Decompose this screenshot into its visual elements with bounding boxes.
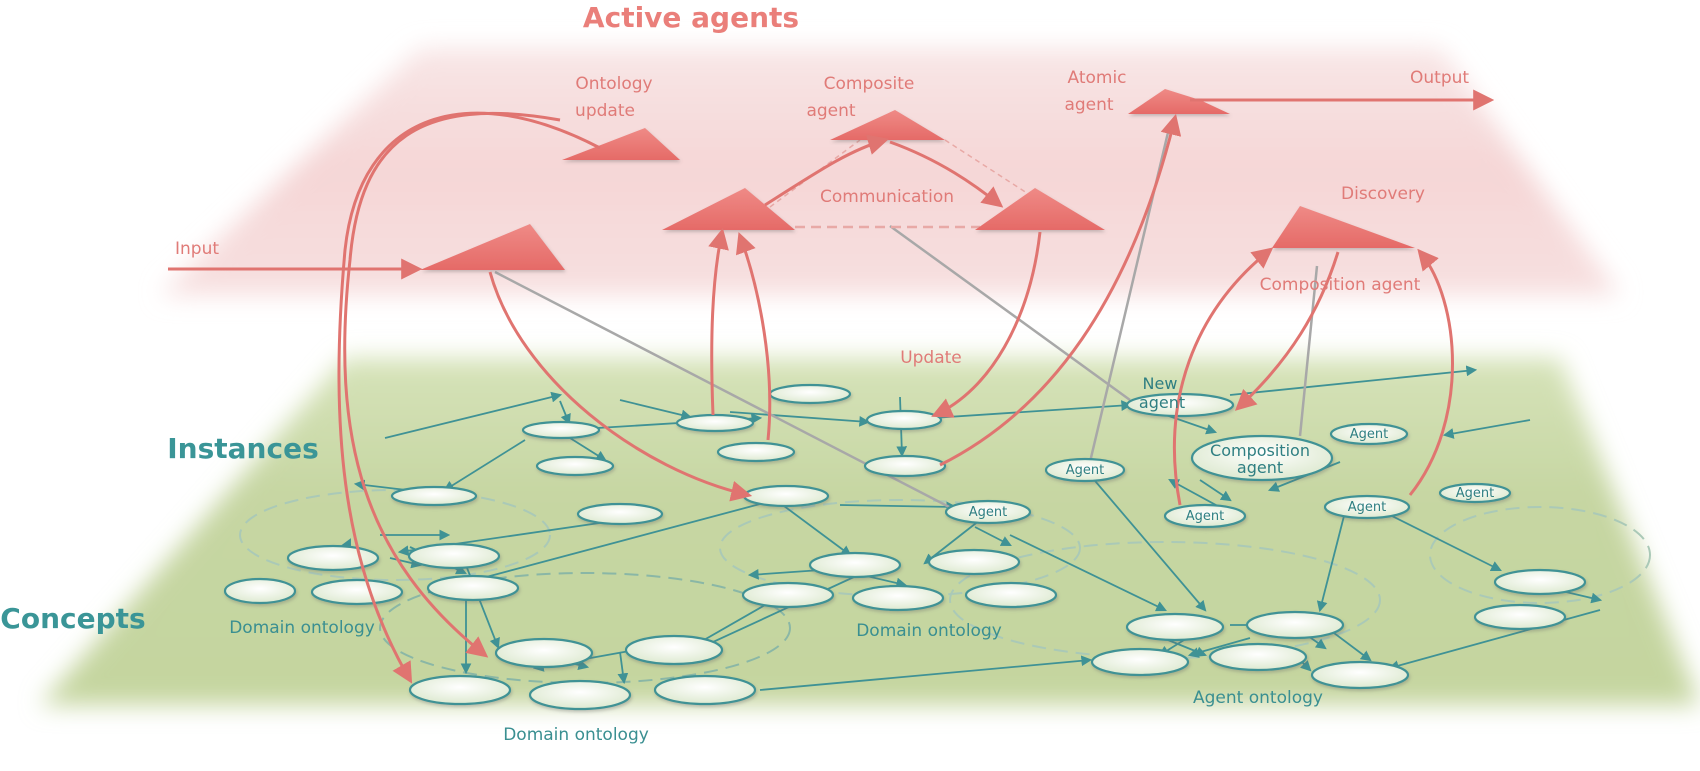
instance-node[interactable] [768, 383, 852, 405]
domain-ontology-label-bottom: Domain ontology [503, 725, 649, 745]
agent-to-discovery-arrow-2 [1408, 248, 1454, 496]
agent-node[interactable] [1323, 494, 1411, 520]
concept-node[interactable] [407, 542, 501, 570]
communication-arrow-down [889, 140, 1004, 208]
discovery-agent-triangle[interactable] [1272, 206, 1415, 248]
agent-to-discovery-arrow [1173, 247, 1274, 506]
agent-triangles [420, 89, 1415, 270]
concept-node[interactable] [964, 581, 1058, 609]
instance-node[interactable] [675, 413, 755, 433]
instance-node[interactable] [742, 484, 830, 508]
agent-node-label: Agent [1186, 509, 1224, 524]
concept-node[interactable] [1310, 660, 1410, 690]
ontology-update-arrow-2 [343, 111, 561, 658]
concept-node[interactable] [1493, 568, 1587, 596]
concept-node[interactable] [624, 634, 724, 666]
atomic-agent-label-line1: Atomic [1067, 68, 1126, 88]
ontology-update-agent-triangle[interactable] [562, 128, 680, 160]
atomic-agent-triangle[interactable] [1128, 89, 1230, 114]
agent-arrows [337, 111, 1454, 684]
agent-node[interactable] [1163, 503, 1247, 529]
instance-node[interactable] [535, 455, 615, 477]
ontology-update-label-line1: Ontology [575, 74, 652, 94]
composition-agent-label: Composition agent [1260, 275, 1421, 295]
composition-node[interactable] [1190, 434, 1334, 482]
concept-node[interactable] [1090, 647, 1190, 677]
composite-agent-triangle[interactable] [830, 110, 945, 140]
concept-node[interactable] [808, 551, 902, 579]
instance-node[interactable] [390, 485, 478, 507]
instance-to-composite-left-arrow-1 [708, 227, 729, 416]
concept-node[interactable] [851, 584, 945, 612]
agent-node[interactable] [1044, 457, 1126, 483]
concept-node[interactable] [927, 548, 1021, 576]
composition-node-label-line2: agent [1237, 458, 1283, 477]
discovery-label: Discovery [1341, 184, 1425, 204]
domain-ontology-label-middle: Domain ontology [856, 621, 1002, 641]
concept-node[interactable] [653, 674, 757, 706]
new-agent-label-line2: agent [1139, 393, 1185, 412]
instance-to-composite-left-arrow-2 [735, 232, 772, 441]
agent-node-label: Agent [1348, 500, 1386, 515]
concept-node[interactable] [426, 574, 520, 602]
concept-node[interactable] [1208, 642, 1308, 672]
domain-ontology-label-left: Domain ontology [229, 618, 375, 638]
instance-node[interactable] [863, 454, 947, 478]
composite-part-left-triangle[interactable] [662, 188, 795, 230]
input-label: Input [175, 239, 219, 259]
output-label: Output [1410, 68, 1469, 88]
agent-node-label: Agent [1066, 463, 1104, 478]
concept-node[interactable] [310, 578, 404, 606]
concepts-title: Concepts [0, 602, 145, 635]
concept-node[interactable] [528, 679, 632, 711]
concept-node[interactable] [1473, 603, 1567, 631]
agent-node-label: Agent [969, 505, 1007, 520]
agent-node[interactable] [1329, 422, 1409, 446]
input-agent-triangle[interactable] [420, 224, 565, 270]
concept-node[interactable] [494, 637, 594, 669]
instances-title: Instances [167, 432, 318, 465]
communication-arrow-up [764, 134, 890, 207]
concept-node[interactable] [408, 674, 512, 706]
concept-node[interactable] [1125, 612, 1225, 642]
instance-to-atomic-arrow [939, 113, 1182, 467]
composition-node-label-line1: Composition [1210, 441, 1310, 460]
concept-node[interactable] [741, 581, 835, 609]
knowledge-plane [40, 358, 1700, 705]
concept-node[interactable] [286, 544, 380, 572]
new-agent-label-line1: New [1143, 374, 1178, 393]
agent-node-label: Agent [1350, 427, 1388, 442]
concept-node[interactable] [1245, 610, 1345, 640]
agent-node-label: Agent [1456, 486, 1494, 501]
composite-part-right-triangle[interactable] [975, 188, 1105, 230]
ontology-cluster-right [1429, 506, 1651, 604]
graph-nodes [223, 383, 1587, 711]
io-arrows [168, 89, 1495, 280]
agent-node[interactable] [944, 499, 1032, 525]
domain-ontology-cluster-middle [719, 499, 1081, 597]
agent-node[interactable] [1438, 482, 1512, 504]
domain-ontology-cluster-left [239, 489, 551, 581]
composite-agent-label-line2: agent [806, 101, 855, 121]
communication-label: Communication [820, 187, 954, 207]
instance-node[interactable] [576, 502, 664, 526]
active-agents-title: Active agents [583, 1, 799, 34]
input-to-instance-arrow [488, 271, 753, 502]
instance-node[interactable] [521, 420, 601, 440]
composite-agent-label-line1: Composite [824, 74, 915, 94]
atomic-agent-label-line2: agent [1064, 95, 1113, 115]
update-label: Update [900, 348, 962, 368]
update-arrow [931, 231, 1042, 418]
ontology-update-label-line2: update [575, 101, 635, 121]
instance-node[interactable] [865, 409, 943, 431]
composition-to-new-agent-arrow [1234, 251, 1340, 411]
instance-node[interactable] [716, 441, 796, 463]
concept-node[interactable] [223, 577, 297, 605]
agent-ontology-label: Agent ontology [1193, 688, 1323, 708]
